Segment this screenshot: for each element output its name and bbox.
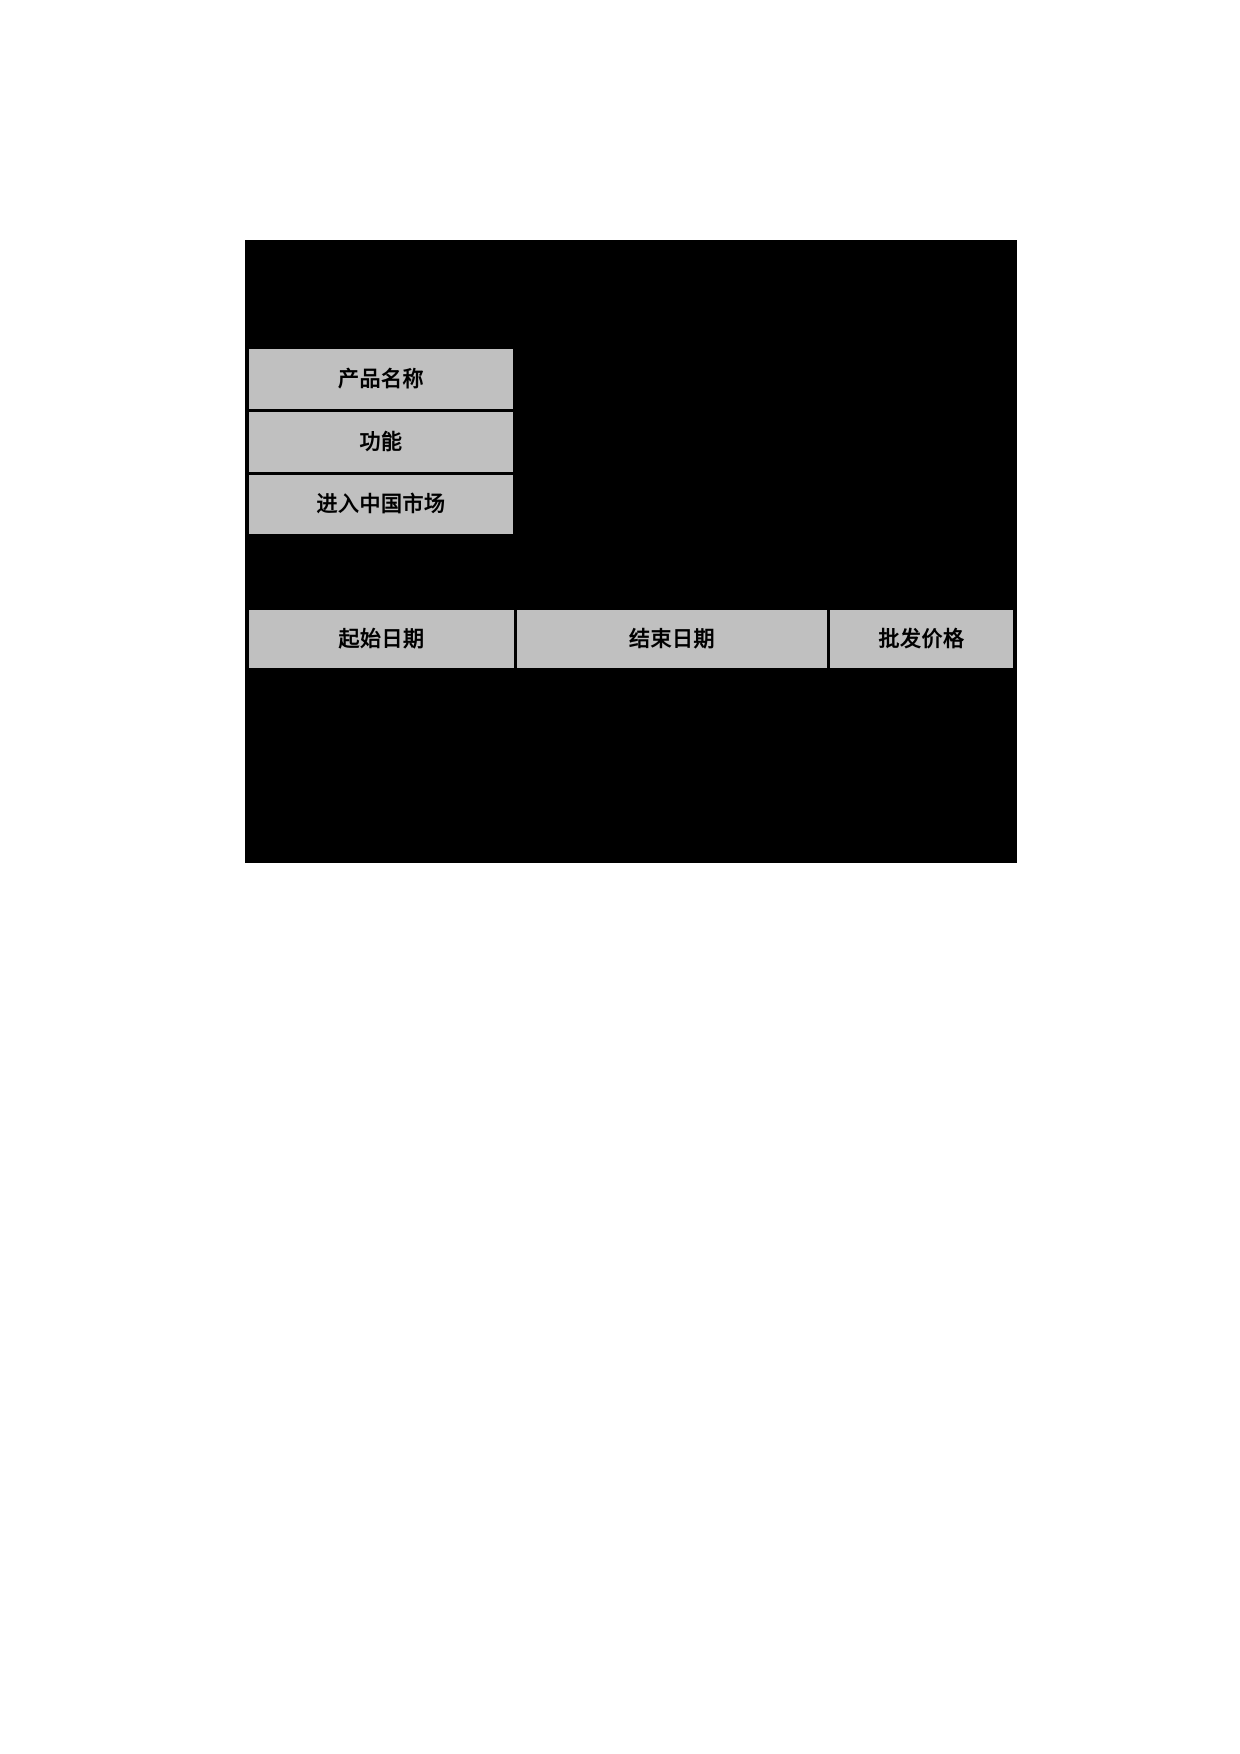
header-cell-start-date: 起始日期	[247, 608, 515, 670]
pricing-header-row: 起始日期 结束日期 批发价格	[247, 608, 1015, 670]
header-cell-wholesale-price: 批发价格	[828, 608, 1015, 670]
product-attribute-header-stack: 产品名称 功能 进入中国市场	[247, 347, 515, 536]
header-cell-product-name: 产品名称	[247, 347, 515, 410]
header-cell-enter-china-market: 进入中国市场	[247, 473, 515, 536]
header-cell-function: 功能	[247, 410, 515, 473]
redacted-table: 产品名称 功能 进入中国市场 起始日期 结束日期 批发价格	[245, 240, 1017, 863]
header-cell-end-date: 结束日期	[515, 608, 828, 670]
